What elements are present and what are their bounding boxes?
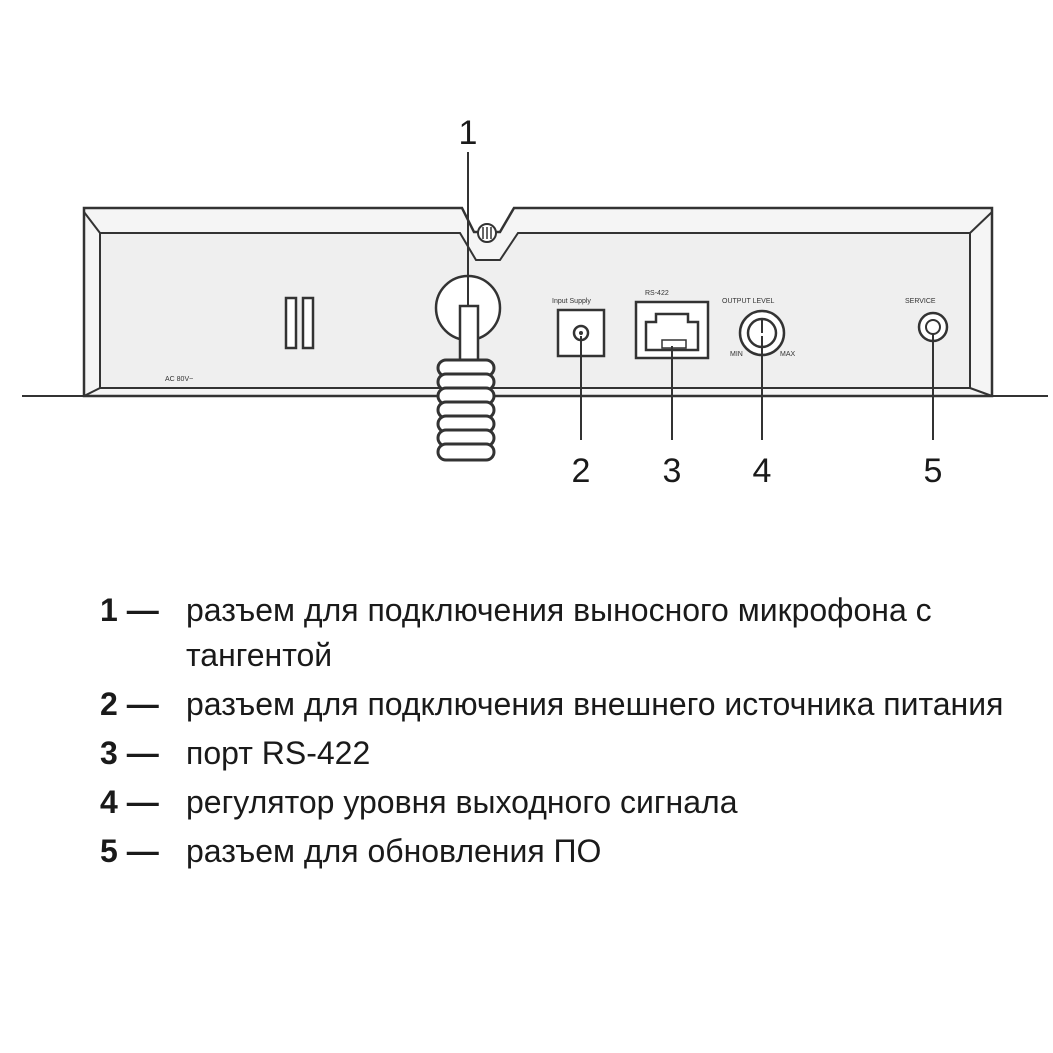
callout-3: 3 (663, 452, 682, 490)
bevel-top-right (969, 211, 993, 234)
service-jack-label: SERVICE (905, 298, 936, 305)
callout-5: 5 (924, 452, 943, 490)
legend-number: 1 — (100, 592, 159, 628)
callout-2: 2 (572, 452, 591, 490)
legend-text: разъем для обновления ПО (186, 833, 602, 869)
microphone-connector-icon (434, 274, 502, 368)
callout-4: 4 (753, 452, 772, 490)
knob-label: OUTPUT LEVEL (722, 298, 774, 305)
rs422-port-icon (634, 300, 710, 360)
ground-screw-icon (477, 223, 497, 243)
legend-text: регулятор уровня выходного сигнала (186, 784, 738, 820)
legend-item: 2 — разъем для подключения внешнего исто… (100, 682, 1020, 727)
output-level-knob-icon (738, 309, 786, 357)
bevel-bottom-left (83, 387, 101, 397)
bevel-top-left (83, 211, 101, 234)
supply-jack-label: Input Supply (552, 298, 591, 305)
bevel-bottom-right (969, 387, 993, 397)
legend-number: 4 — (100, 784, 159, 820)
legend-number: 2 — (100, 686, 159, 722)
knob-min-label: MIN (730, 351, 743, 358)
legend-list: 1 — разъем для подключения выносного мик… (100, 588, 1020, 878)
legend-text: порт RS-422 (186, 735, 371, 771)
callout-1: 1 (459, 114, 478, 152)
legend-text: разъем для подключения выносного микрофо… (186, 592, 932, 673)
panel-face (99, 232, 971, 389)
legend-item: 4 — регулятор уровня выходного сигнала (100, 780, 1020, 825)
legend-number: 5 — (100, 833, 159, 869)
legend-number: 3 — (100, 735, 159, 771)
device-rear-panel-diagram: AC 80V~ Input Supply RS-422 OUTPUT LEVEL… (22, 114, 1048, 490)
rs422-label: RS-422 (645, 290, 669, 297)
coiled-cord-icon (436, 358, 496, 462)
legend-item: 3 — порт RS-422 (100, 731, 1020, 776)
power-label: AC 80V~ (165, 376, 193, 383)
legend-item: 5 — разъем для обновления ПО (100, 829, 1020, 874)
legend-text: разъем для подключения внешнего источник… (186, 686, 1004, 722)
service-jack-icon (917, 311, 949, 343)
knob-max-label: MAX (780, 351, 796, 358)
legend-item: 1 — разъем для подключения выносного мик… (100, 588, 1020, 678)
power-socket-icon (284, 296, 315, 350)
